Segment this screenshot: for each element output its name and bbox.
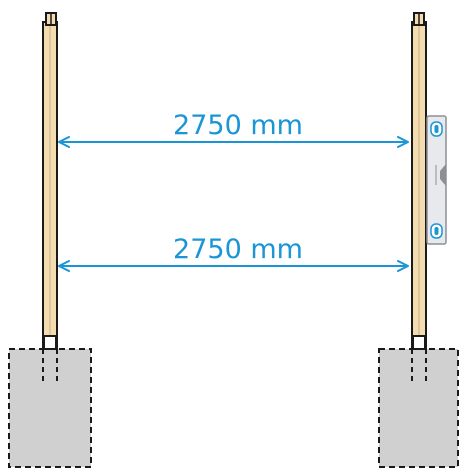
left-post-embedded (42, 349, 58, 383)
right-post (411, 12, 427, 350)
right-post-embedded (411, 349, 427, 383)
left-concrete-footing (8, 348, 92, 468)
right-concrete-footing (378, 348, 459, 468)
bottom-dimension: 2750 mm (58, 234, 409, 272)
spirit-level-icon (426, 115, 447, 245)
bottom-dimension-label: 2750 mm (173, 234, 303, 265)
left-post (42, 12, 58, 350)
top-dimension: 2750 mm (58, 110, 409, 148)
top-dimension-label: 2750 mm (173, 110, 303, 141)
